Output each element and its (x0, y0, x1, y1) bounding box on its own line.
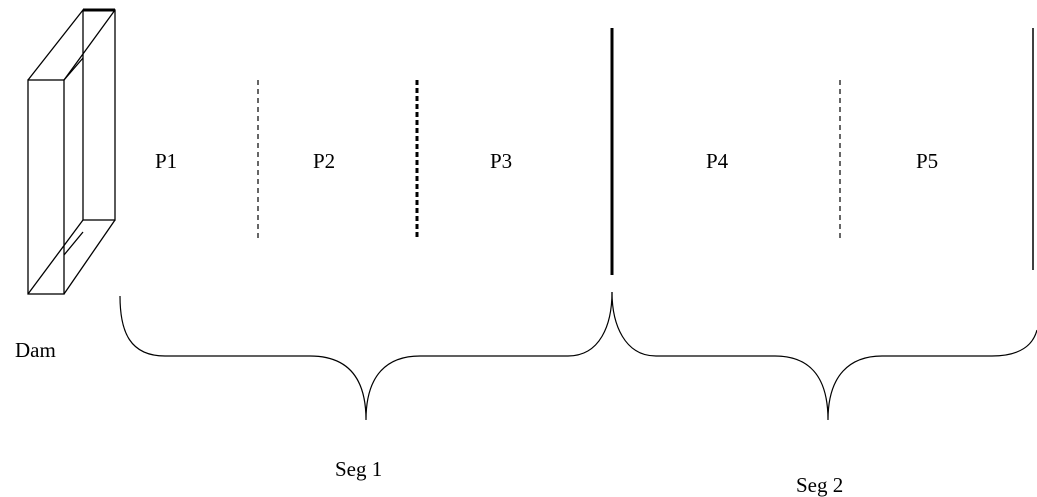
pool-label-p5: P5 (916, 149, 938, 173)
segment-label-seg2: Seg 2 (796, 473, 843, 497)
pool-label-p1: P1 (155, 149, 177, 173)
segment-label-seg1: Seg 1 (335, 457, 382, 481)
pool-label-p3: P3 (490, 149, 512, 173)
dam-icon (27, 8, 116, 295)
pool-label-p4: P4 (706, 149, 729, 173)
dam-label: Dam (15, 338, 56, 362)
pool-label-p2: P2 (313, 149, 335, 173)
segment-brace-seg1 (119, 291, 613, 421)
segment-brace-seg2 (611, 291, 1037, 421)
